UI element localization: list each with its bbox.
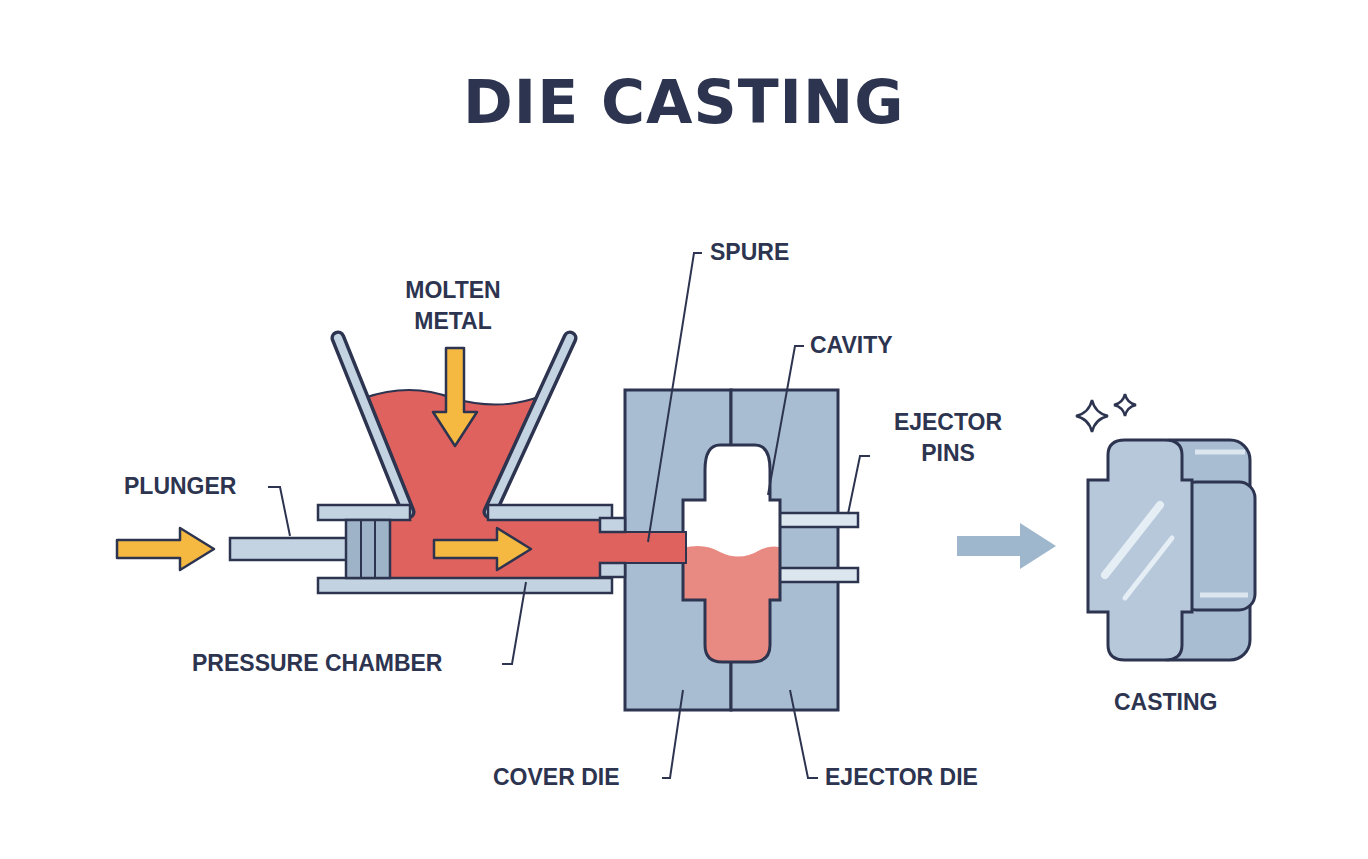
casting-highlight bbox=[1195, 450, 1245, 455]
casting-front bbox=[1088, 440, 1192, 660]
funnel-wall bbox=[490, 338, 570, 512]
leader-line bbox=[790, 690, 818, 778]
result-arrow bbox=[957, 523, 1056, 569]
ejector-pin bbox=[775, 513, 858, 527]
chamber-wall bbox=[318, 505, 410, 520]
sparkle bbox=[1114, 394, 1136, 416]
leader-line bbox=[648, 253, 702, 542]
cavity-outline bbox=[683, 445, 780, 662]
funnel-wall bbox=[490, 338, 570, 512]
plunger-stripe bbox=[360, 520, 362, 578]
part-label: COVER DIE bbox=[493, 762, 620, 793]
part-label: EJECTOR DIE bbox=[825, 762, 978, 793]
part-label: PRESSURE CHAMBER bbox=[192, 648, 442, 679]
plunger-head bbox=[346, 520, 390, 578]
cavity-metal bbox=[670, 546, 790, 680]
part-label: PLUNGER bbox=[124, 471, 236, 502]
ejector-pin bbox=[775, 568, 858, 582]
nozzle-wall bbox=[600, 563, 625, 577]
part-label: CASTING bbox=[1114, 687, 1218, 718]
plunger-rod bbox=[230, 538, 348, 560]
leader-line bbox=[268, 487, 290, 536]
part-label: MOLTEN METAL bbox=[373, 275, 533, 337]
sparkle bbox=[1076, 400, 1108, 432]
funnel-wall bbox=[338, 338, 408, 512]
casting-highlight bbox=[1200, 593, 1248, 598]
part-label: EJECTOR PINS bbox=[873, 407, 1023, 469]
leader-line bbox=[848, 456, 870, 514]
funnel-wall bbox=[338, 338, 408, 512]
pour-arrow bbox=[433, 348, 477, 446]
leader-line bbox=[768, 346, 804, 495]
part-label: CAVITY bbox=[810, 330, 893, 361]
plunger-stripe bbox=[374, 520, 376, 578]
part-label: SPURE bbox=[710, 237, 789, 268]
casting-shine bbox=[1125, 538, 1172, 598]
force-arrow bbox=[117, 528, 214, 570]
flow-arrow bbox=[434, 528, 531, 570]
diagram-title: DIE CASTING bbox=[463, 69, 904, 135]
chamber-wall bbox=[318, 578, 612, 593]
leader-line bbox=[502, 582, 526, 664]
leader-line bbox=[662, 690, 683, 778]
nozzle-wall bbox=[600, 518, 625, 532]
chamber-wall bbox=[488, 505, 612, 520]
